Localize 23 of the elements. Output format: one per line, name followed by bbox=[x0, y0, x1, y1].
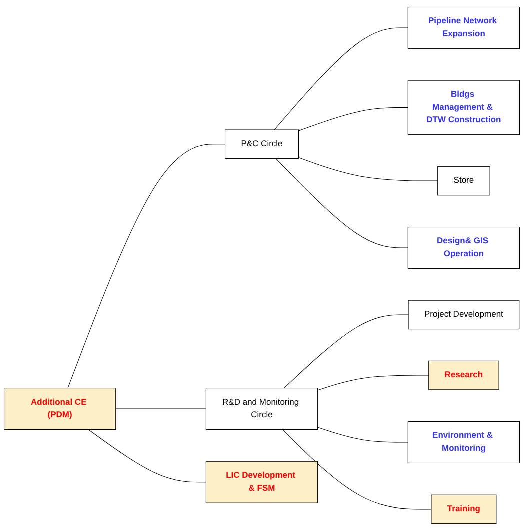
connector bbox=[68, 144, 226, 389]
node-box: LIC Development & FSM bbox=[206, 461, 318, 504]
node-box: R&D and Monitoring Circle bbox=[206, 388, 318, 430]
node-box: Environment & Monitoring bbox=[408, 421, 520, 464]
node-box: Research bbox=[428, 360, 500, 390]
connector bbox=[318, 375, 430, 391]
connector bbox=[274, 28, 408, 130]
connector bbox=[284, 314, 409, 389]
node-box: Store bbox=[438, 166, 490, 196]
node-box: P&C Circle bbox=[225, 130, 299, 159]
node-box: Pipeline Network Expansion bbox=[408, 6, 520, 49]
node-box: Project Development bbox=[408, 300, 520, 330]
node-box: Bldgs Management & DTW Construction bbox=[408, 80, 520, 136]
node-box: Additional CE (PDM) bbox=[4, 388, 116, 430]
connector bbox=[318, 427, 408, 443]
connector bbox=[298, 107, 408, 132]
connector bbox=[116, 408, 206, 410]
node-box: Design& GIS Operation bbox=[408, 226, 520, 269]
connector bbox=[88, 429, 206, 483]
connector bbox=[298, 157, 438, 182]
connector bbox=[282, 429, 432, 510]
node-box: Training bbox=[431, 494, 497, 524]
connector bbox=[276, 158, 408, 248]
